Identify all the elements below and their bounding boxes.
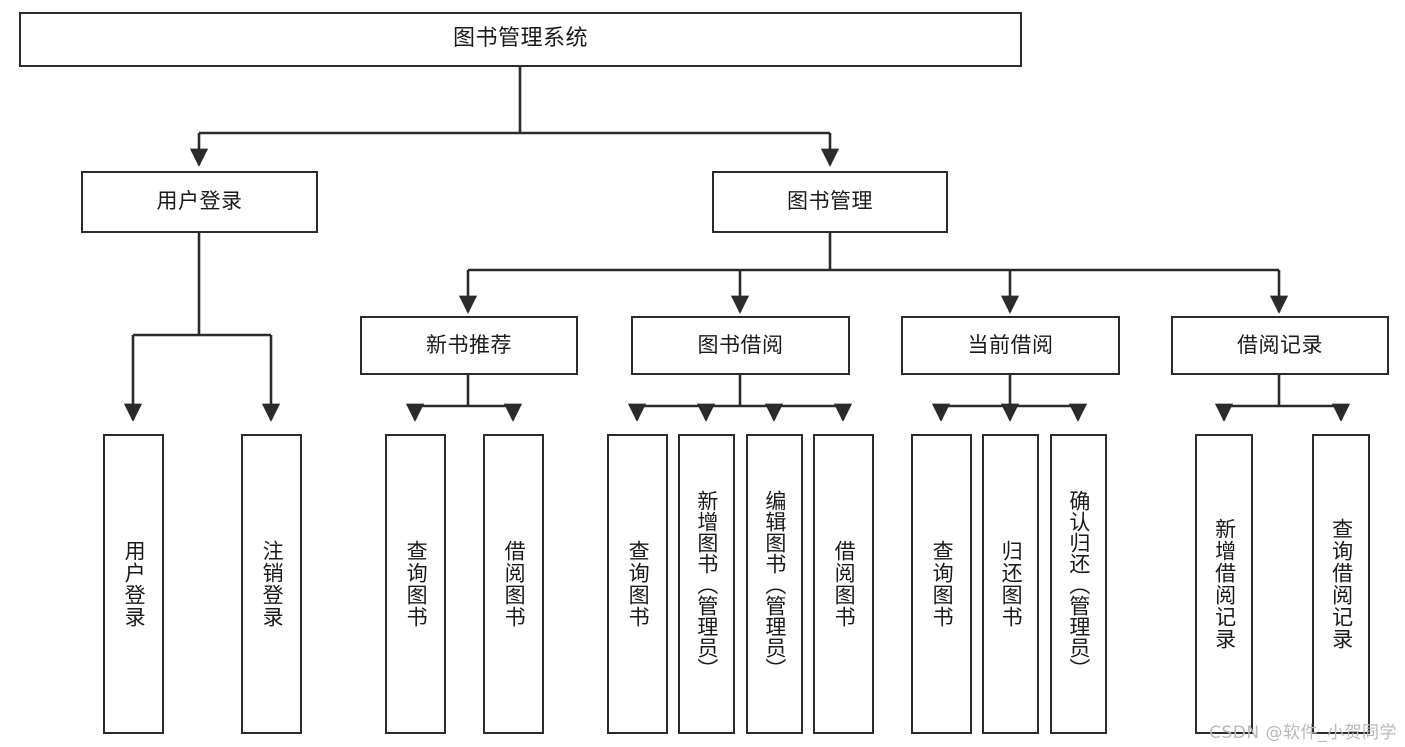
node-current-borrow-label: 当前借阅 <box>967 332 1054 357</box>
node-borrow-record-label: 借阅记录 <box>1237 332 1323 357</box>
node-leaf-confirm-return[interactable]: 确认归还（管理员） <box>1050 434 1107 734</box>
node-new-book-recommend-label: 新书推荐 <box>426 332 512 357</box>
node-leaf-user-login-label: 用户登录 <box>122 540 147 628</box>
node-root[interactable]: 图书管理系统 <box>19 12 1022 67</box>
node-leaf-add-record[interactable]: 新增借阅记录 <box>1195 434 1253 734</box>
node-leaf-return-book[interactable]: 归还图书 <box>982 434 1039 734</box>
node-leaf-edit-book-label: 编辑图书（管理员） <box>762 489 787 679</box>
node-leaf-query-book-2-label: 查询图书 <box>626 540 651 628</box>
node-root-label: 图书管理系统 <box>452 26 588 52</box>
node-leaf-borrow-book-1[interactable]: 借阅图书 <box>483 434 544 734</box>
node-leaf-borrow-book-2-label: 借阅图书 <box>832 540 857 628</box>
node-book-manage[interactable]: 图书管理 <box>712 171 948 233</box>
node-leaf-query-record-label: 查询借阅记录 <box>1329 518 1354 650</box>
node-leaf-edit-book[interactable]: 编辑图书（管理员） <box>746 434 803 734</box>
node-current-borrow[interactable]: 当前借阅 <box>901 316 1120 375</box>
csdn-watermark: CSDN @软件_小贺同学 <box>1209 723 1397 743</box>
node-leaf-query-book-1-label: 查询图书 <box>404 540 429 628</box>
node-leaf-query-book-1[interactable]: 查询图书 <box>385 434 446 734</box>
node-leaf-return-book-label: 归还图书 <box>999 540 1024 628</box>
node-leaf-borrow-book-1-label: 借阅图书 <box>502 540 527 628</box>
node-new-book-recommend[interactable]: 新书推荐 <box>360 316 578 375</box>
node-leaf-add-book-label: 新增图书（管理员） <box>694 489 719 679</box>
node-leaf-add-record-label: 新增借阅记录 <box>1212 518 1237 650</box>
node-book-manage-label: 图书管理 <box>787 189 873 214</box>
node-book-borrow-label: 图书借阅 <box>697 332 784 357</box>
node-leaf-query-record[interactable]: 查询借阅记录 <box>1312 434 1370 734</box>
node-leaf-query-book-2[interactable]: 查询图书 <box>607 434 668 734</box>
node-leaf-query-book-3[interactable]: 查询图书 <box>911 434 972 734</box>
node-leaf-logout-label: 注销登录 <box>260 540 285 628</box>
node-user-login-label: 用户登录 <box>156 189 243 214</box>
node-user-login[interactable]: 用户登录 <box>81 171 318 233</box>
node-book-borrow[interactable]: 图书借阅 <box>631 316 850 375</box>
node-borrow-record[interactable]: 借阅记录 <box>1171 316 1389 375</box>
node-leaf-logout[interactable]: 注销登录 <box>241 434 302 734</box>
node-leaf-add-book[interactable]: 新增图书（管理员） <box>678 434 735 734</box>
node-leaf-confirm-return-label: 确认归还（管理员） <box>1066 489 1091 679</box>
node-leaf-query-book-3-label: 查询图书 <box>930 540 955 628</box>
node-leaf-borrow-book-2[interactable]: 借阅图书 <box>813 434 874 734</box>
node-leaf-user-login[interactable]: 用户登录 <box>103 434 164 734</box>
